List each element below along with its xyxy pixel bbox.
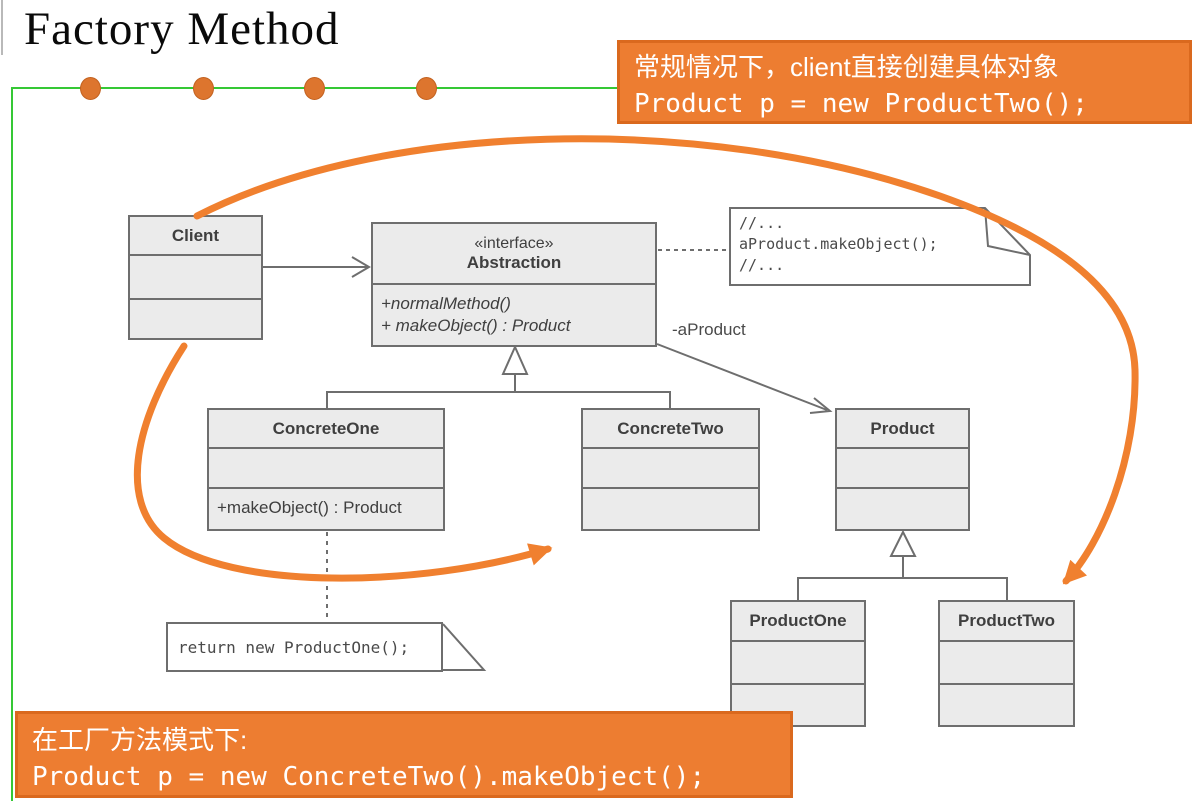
generalization-triangle-product <box>889 529 917 557</box>
class-product-attributes <box>837 447 968 487</box>
open-arrowhead-abstraction <box>351 256 371 278</box>
generalization-triangle-abstraction <box>501 344 529 375</box>
green-line-vertical <box>11 87 13 801</box>
association-label-aproduct: -aProduct <box>672 320 746 339</box>
note-makeobject-text: //...aProduct.makeObject();//... <box>739 214 938 274</box>
gen-branch-concrete <box>326 391 671 408</box>
class-box-concretetwo: ConcreteTwo <box>581 408 760 531</box>
class-producttwo-operations <box>940 683 1073 725</box>
callout-client-creates-object: 常规情况下，client直接创建具体对象 Product p = new Pro… <box>617 40 1192 124</box>
callout-bottom-text: 在工厂方法模式下: <box>32 725 248 755</box>
slide-edge-mark <box>1 0 3 55</box>
callout-top-code: Product p = new ProductTwo(); <box>634 89 1088 119</box>
note-fold-makeobject <box>984 207 1031 256</box>
class-name-producttwo: ProductTwo <box>958 611 1055 630</box>
method-makeobject-concrete: +makeObject() : Product <box>217 498 402 517</box>
callout-bottom-code: Product p = new ConcreteTwo().makeObject… <box>32 762 706 792</box>
class-name-client: Client <box>171 225 220 245</box>
class-concretetwo-attributes <box>583 447 758 487</box>
class-abstraction-operations: +normalMethod() + makeObject() : Product <box>373 283 655 345</box>
class-box-product: Product <box>835 408 970 531</box>
bullet-dot-1 <box>80 77 101 100</box>
class-concreteone-operations: +makeObject() : Product <box>209 487 443 529</box>
stereotype-interface: «interface» <box>474 234 554 252</box>
class-box-producttwo: ProductTwo <box>938 600 1075 727</box>
bullet-dot-3 <box>304 77 325 100</box>
class-name-productone: ProductOne <box>749 611 847 630</box>
class-box-client: Client <box>128 215 263 340</box>
class-client-attributes <box>130 254 261 298</box>
bullet-dot-4 <box>416 77 437 100</box>
class-name-product: Product <box>870 418 935 438</box>
class-name-concreteone: ConcreteOne <box>272 418 380 438</box>
note-return-productone-text: return new ProductOne(); <box>178 638 410 657</box>
class-productone-operations <box>732 683 864 725</box>
class-client-operations <box>130 298 261 338</box>
class-box-abstraction: «interface» Abstraction +normalMethod() … <box>371 222 657 347</box>
method-normalmethod: +normalMethod() <box>381 294 511 313</box>
class-name-concretetwo: ConcreteTwo <box>617 418 724 438</box>
page-title: Factory Method <box>24 3 340 55</box>
class-product-operations <box>837 487 968 529</box>
class-concreteone-attributes <box>209 447 443 487</box>
assoc-abstraction-product <box>656 343 828 411</box>
class-box-productone: ProductOne <box>730 600 866 727</box>
note-fold-return <box>442 623 487 671</box>
class-box-concreteone: ConcreteOne +makeObject() : Product <box>207 408 445 531</box>
class-producttwo-attributes <box>940 640 1073 683</box>
callout-factory-method-usage: 在工厂方法模式下: Product p = new ConcreteTwo().… <box>15 711 793 798</box>
method-makeobject-abstract: + makeObject() : Product <box>381 316 571 335</box>
open-arrowhead-product <box>809 397 833 414</box>
class-concretetwo-operations <box>583 487 758 529</box>
class-productone-attributes <box>732 640 864 683</box>
class-name-abstraction: Abstraction <box>466 252 562 272</box>
gen-branch-products <box>797 577 1008 600</box>
callout-top-text: 常规情况下，client直接创建具体对象 <box>634 52 1059 82</box>
bullet-dot-2 <box>193 77 214 100</box>
